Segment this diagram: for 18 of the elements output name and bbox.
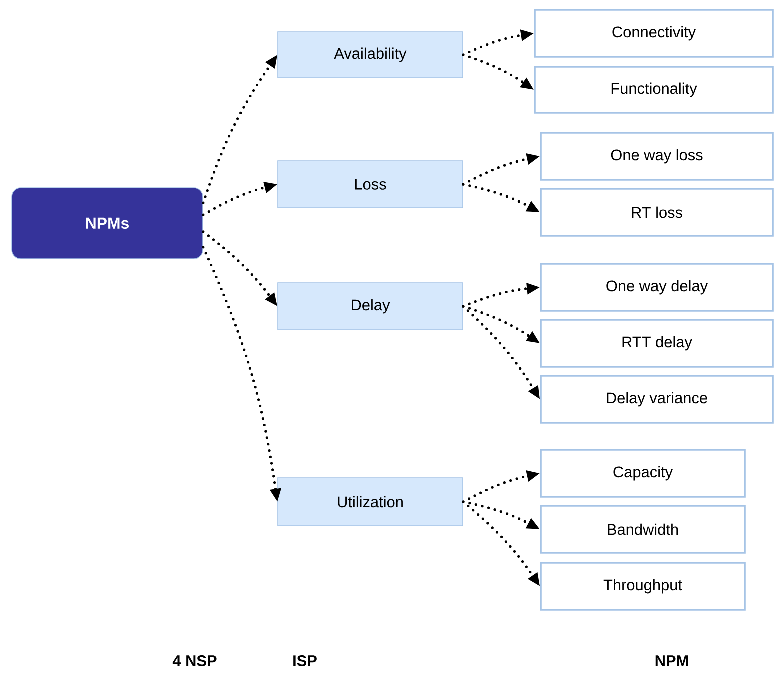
metric-box: Connectivity bbox=[534, 9, 774, 58]
metric-box: RT loss bbox=[540, 188, 774, 237]
column-label: NPM bbox=[656, 656, 688, 666]
column-label: 4 NSP bbox=[172, 656, 217, 666]
root-box: NPMs bbox=[12, 188, 204, 260]
metric-box: Bandwidth bbox=[540, 505, 746, 554]
metric-box: Delay variance bbox=[540, 375, 774, 424]
category-box: Delay bbox=[278, 282, 464, 330]
metric-box: One way delay bbox=[540, 263, 774, 312]
metric-box: Capacity bbox=[540, 449, 746, 498]
metric-box: Throughput bbox=[540, 562, 746, 611]
category-box: Availability bbox=[278, 32, 464, 78]
category-box: Utilization bbox=[278, 478, 464, 526]
category-box: Loss bbox=[278, 160, 464, 208]
column-label: ISP bbox=[294, 656, 317, 666]
metric-box: One way loss bbox=[540, 132, 774, 181]
metric-box: Functionality bbox=[534, 66, 774, 114]
metric-box: RTT delay bbox=[540, 319, 774, 368]
